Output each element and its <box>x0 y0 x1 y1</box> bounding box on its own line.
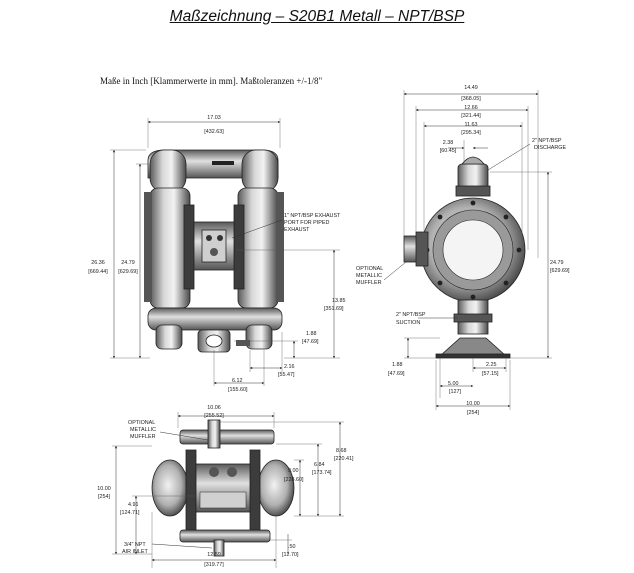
side-discharge-offset-mm-label: [60.45] <box>440 148 457 154</box>
front-exhaust-label-1: 1" NPT/BSP EXHAUST <box>284 213 341 219</box>
side-muffler-label-1: OPTIONAL <box>356 266 383 272</box>
front-width-mm-label: [432.63] <box>204 129 224 135</box>
side-muffler-label-2: METALLIC <box>356 273 382 279</box>
top-depth-label: 8.68 <box>336 448 347 454</box>
side-base-width-label: 10.00 <box>466 401 480 407</box>
side-flange-mm-label: [321.44] <box>461 113 481 119</box>
top-width-bottom-label: 12.59 <box>207 552 221 558</box>
front-exhaust-height-mm-label: [351.69] <box>324 306 344 312</box>
side-width-mm-label: [368.05] <box>461 96 481 102</box>
front-exhaust-height-label: 13.85 <box>332 298 346 304</box>
top-depth-b-label: 6.84 <box>314 462 325 468</box>
top-view-dimensions: 10.06 [255.52] OPTIONAL METALLIC MUFFLER… <box>97 405 354 568</box>
side-base-hole-label: 5.00 <box>448 381 459 387</box>
side-suction-height-mm-label: [47.69] <box>388 371 405 377</box>
side-discharge-offset-label: 2.38 <box>443 140 454 146</box>
front-height-label: 26.36 <box>91 260 105 266</box>
top-depth-b-mm-label: [173.74] <box>312 470 332 476</box>
top-width-mm-label: [255.52] <box>204 413 224 419</box>
side-base-hole-mm-label: [127] <box>449 389 461 395</box>
side-height-label: 24.79 <box>550 260 564 266</box>
top-depth-mm-label: [220.41] <box>334 456 354 462</box>
top-view <box>151 419 295 557</box>
side-flange-label: 12.66 <box>464 105 478 111</box>
front-discharge-height-mm-label: [629.69] <box>118 269 138 275</box>
top-width-bottom-mm-label: [319.77] <box>204 562 224 568</box>
tolerance-note: Maße in Inch [Klammerwerte in mm]. Maßto… <box>100 76 323 86</box>
front-exhaust-label-3: EXHAUST <box>284 227 310 233</box>
front-view-dimensions: 17.03 [432.63] 26.36 [669.44] 24.79 [629… <box>88 115 345 393</box>
side-suction-label-1: 2" NPT/BSP <box>396 312 426 318</box>
top-air-label-1: 3/4" NPT <box>124 542 146 548</box>
front-view <box>144 149 284 353</box>
side-chamber-mm-label: [295.34] <box>461 130 481 136</box>
top-height-left-label: 10.00 <box>97 486 111 492</box>
top-small-dim-mm-label: [12.70] <box>282 552 299 558</box>
front-width-label: 17.03 <box>207 115 221 121</box>
front-suction-height-label: 1.88 <box>306 331 317 337</box>
top-depth-c-mm-label: [228.60] <box>284 477 304 483</box>
front-exhaust-label-2: PORT FOR PIPED <box>284 220 329 226</box>
side-height-mm-label: [629.69] <box>550 268 570 274</box>
front-discharge-height-label: 24.79 <box>121 260 135 266</box>
side-suction-height-label: 1.88 <box>392 362 403 368</box>
top-small-dim-label: .50 <box>288 544 296 550</box>
side-suction-label-2: SUCTION <box>396 320 420 326</box>
front-exhaust-offset-label: 2.16 <box>284 364 295 370</box>
side-muffler-label-3: MUFFLER <box>356 280 382 286</box>
side-width-label: 14.49 <box>464 85 478 91</box>
drawing-title: Maßzeichnung – S20B1 Metall – NPT/BSP <box>169 8 465 25</box>
top-height-left-mm-label: [254] <box>98 494 110 500</box>
side-discharge-label-2: DISCHARGE <box>534 145 566 151</box>
top-muffler-label-3: MUFFLER <box>130 434 156 440</box>
top-air-label-2: AIR INLET <box>122 549 148 555</box>
top-height-inner-mm-label: [124.71] <box>120 510 140 516</box>
top-height-inner-label: 4.91 <box>128 502 139 508</box>
front-exhaust-offset-mm-label: [55.47] <box>278 372 295 378</box>
side-base-half-mm-label: [57.15] <box>482 371 499 377</box>
side-base-width-mm-label: [254] <box>467 410 479 416</box>
top-width-label: 10.06 <box>207 405 221 411</box>
front-suction-offset-mm-label: [155.60] <box>228 387 248 393</box>
side-view-dimensions: 14.49 [368.05] 12.66 [321.44] 11.63 [295… <box>356 85 570 416</box>
side-base-half-label: 2.25 <box>486 362 497 368</box>
top-muffler-label-1: OPTIONAL <box>128 420 155 426</box>
front-suction-height-mm-label: [47.69] <box>302 339 319 345</box>
side-discharge-label-1: 2" NPT/BSP <box>532 138 562 144</box>
front-height-mm-label: [669.44] <box>88 269 108 275</box>
side-view <box>403 156 526 359</box>
side-chamber-label: 11.63 <box>464 122 477 128</box>
top-depth-c-label: 9.00 <box>288 468 299 474</box>
top-muffler-label-2: METALLIC <box>130 427 156 433</box>
front-suction-offset-label: 6.12 <box>232 378 243 384</box>
